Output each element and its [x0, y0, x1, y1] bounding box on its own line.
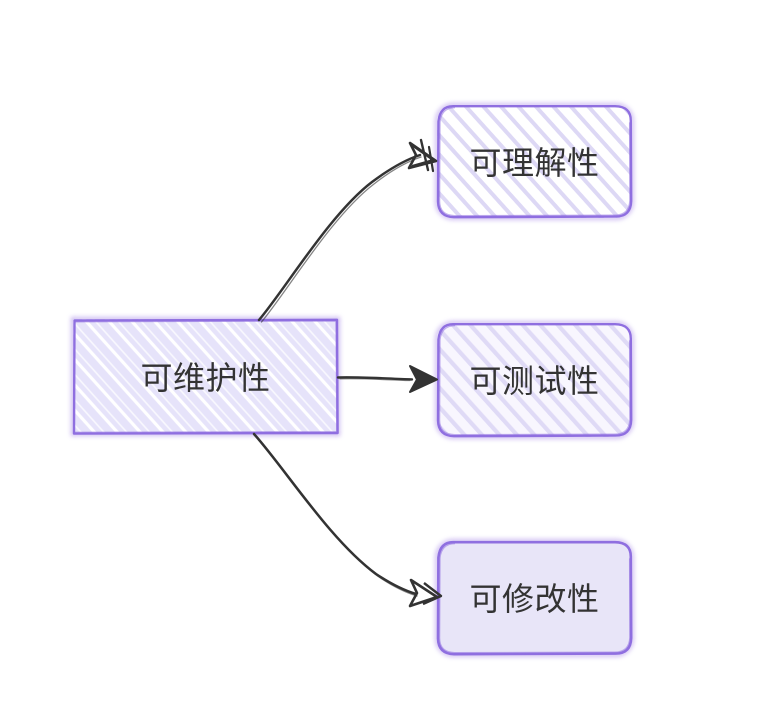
arrowhead-modifiability	[408, 578, 443, 608]
node-maintainability-border	[72, 318, 339, 435]
edge-maintainability-modifiability[interactable]	[252, 432, 443, 608]
node-maintainability[interactable]: 可维护性	[70, 316, 341, 437]
node-maintainability-border-sketch	[74, 320, 338, 433]
edge-line-modifiability-sketch	[255, 435, 418, 597]
node-testability-border-sketch	[438, 324, 631, 436]
node-modifiability-border-sketch	[438, 542, 631, 654]
node-modifiability-label: 可修改性	[469, 581, 599, 617]
node-testability-fill	[437, 323, 632, 437]
edge-maintainability-understandability[interactable]	[257, 138, 438, 323]
node-modifiability-fill	[437, 541, 632, 655]
node-understandability[interactable]: 可理解性	[434, 102, 635, 221]
node-testability-label: 可测试性	[469, 363, 599, 399]
node-maintainability-fill	[73, 319, 338, 434]
edge-line-testability-sketch	[339, 378, 411, 382]
edge-maintainability-testability[interactable]	[336, 365, 438, 393]
node-maintainability-label: 可维护性	[140, 360, 270, 396]
edge-line-understandability-sketch	[260, 156, 422, 323]
node-testability[interactable]: 可测试性	[434, 320, 635, 440]
node-understandability-border-sketch	[438, 106, 631, 217]
node-understandability-border	[436, 104, 633, 219]
node-understandability-label: 可理解性	[469, 145, 599, 181]
arrowhead-understandability	[407, 138, 438, 173]
edge-line-testability	[336, 376, 414, 381]
edge-line-modifiability	[252, 432, 418, 596]
node-understandability-fill	[437, 105, 632, 218]
arrowhead-testability	[409, 365, 438, 393]
node-modifiability-border	[436, 540, 633, 656]
node-modifiability[interactable]: 可修改性	[434, 538, 635, 658]
node-testability-border	[436, 322, 633, 438]
edge-line-understandability	[257, 153, 422, 322]
